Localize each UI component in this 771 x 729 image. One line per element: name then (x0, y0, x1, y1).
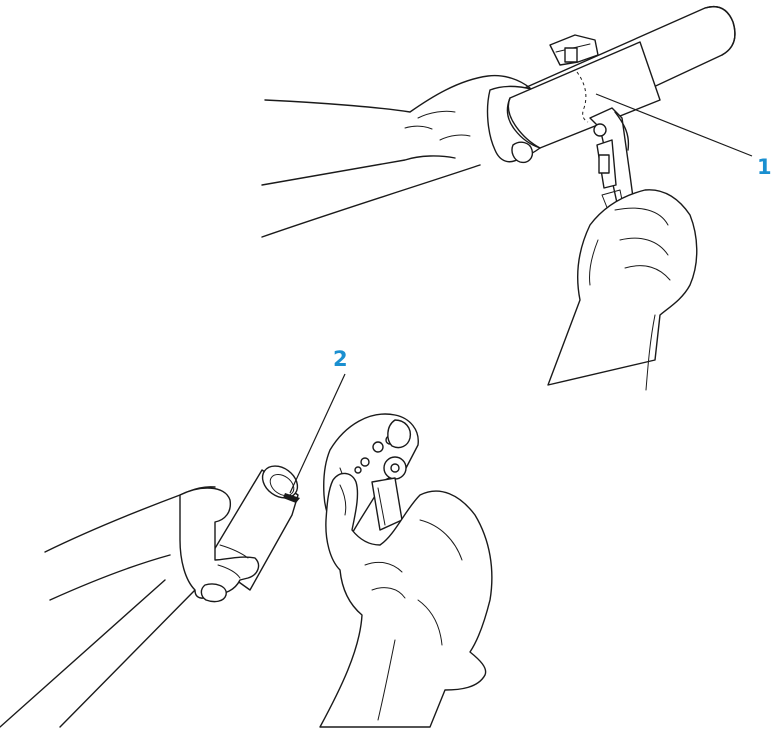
left-hand-top (262, 76, 548, 237)
top-scene (262, 7, 752, 390)
right-hand-bottom (320, 473, 492, 727)
bottom-scene (0, 374, 492, 727)
callout-label-2: 2 (333, 347, 348, 371)
right-hand-top (548, 190, 697, 390)
callout-label-1: 1 (757, 155, 771, 179)
